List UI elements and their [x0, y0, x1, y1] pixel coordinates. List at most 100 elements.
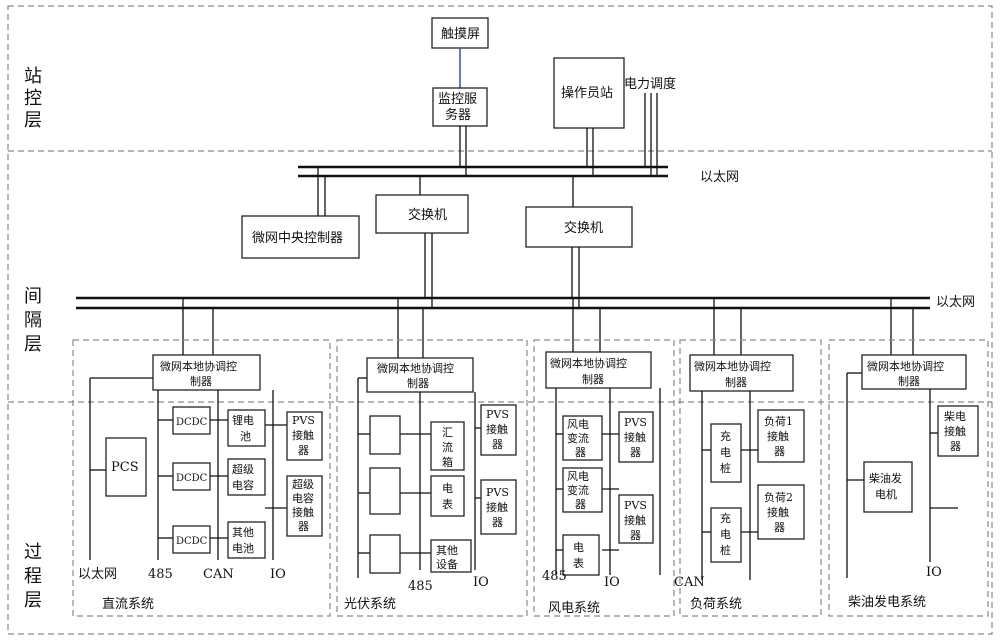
other-battery-box: 其他 电池	[227, 521, 266, 559]
svg-text:IO: IO	[604, 575, 620, 590]
svg-text:器: 器	[575, 446, 586, 459]
dc-system-title: 直流系统	[102, 597, 154, 612]
touchscreen-label: 触摸屏	[441, 27, 480, 42]
svg-text:器: 器	[492, 438, 503, 451]
bay-ethernet-label: 以太网	[936, 295, 975, 310]
svg-text:汇: 汇	[442, 426, 453, 439]
svg-text:其他: 其他	[436, 544, 458, 557]
load-system-frame	[679, 339, 822, 617]
svg-text:其他: 其他	[232, 526, 254, 539]
dc-system-frame	[72, 339, 331, 617]
svg-text:CAN: CAN	[674, 575, 705, 590]
pv-system-title: 光伏系统	[344, 597, 396, 612]
load1-contactor-box: 负荷1 接触 器	[757, 409, 805, 463]
load-wiring	[701, 391, 758, 580]
monitor-server-box	[432, 87, 488, 127]
svg-text:IO: IO	[270, 567, 286, 582]
svg-text:设备: 设备	[436, 557, 458, 571]
pv-other-equipment-box: 其他 设备	[430, 539, 472, 573]
pcs-box: PCS	[105, 437, 147, 497]
svg-text:流: 流	[442, 440, 453, 454]
svg-text:变流: 变流	[567, 483, 589, 497]
svg-text:电池: 电池	[232, 542, 254, 555]
dc-pvs-contactor-box: PVS 接触 器	[286, 411, 323, 461]
diesel-contactor-box: 柴电 接触 器	[937, 405, 979, 457]
svg-text:PVS: PVS	[624, 499, 647, 512]
combiner-box: 汇 流 箱	[430, 421, 465, 471]
station-layer-label: 站 控 层	[24, 66, 42, 131]
svg-text:器: 器	[630, 529, 641, 542]
svg-text:CAN: CAN	[203, 567, 234, 582]
pv-bus-labels: 485 IO	[408, 575, 489, 594]
wind-pvs-contactor-box-1: PVS 接触 器	[618, 411, 654, 463]
svg-text:电: 电	[720, 528, 731, 541]
diesel-system-title: 柴油发电系统	[848, 594, 926, 610]
svg-text:站: 站	[24, 66, 42, 87]
pv-local-controller: 微网本地协调控 制器	[366, 357, 474, 393]
svg-text:隔: 隔	[24, 310, 42, 331]
svg-text:制器: 制器	[898, 375, 920, 388]
lithium-battery-box: 锂电 池	[227, 409, 266, 447]
wind-bus-labels: 485 IO CAN	[542, 569, 705, 590]
svg-text:电容: 电容	[232, 478, 254, 492]
svg-text:负荷2: 负荷2	[764, 490, 793, 504]
charging-pile-box-2: 充 电 桩	[710, 507, 742, 563]
load-local-controller: 微网本地协调控 制器	[689, 354, 794, 392]
svg-text:电: 电	[720, 446, 731, 459]
pv-panel-box-1	[369, 415, 401, 455]
pv-panel-box-3	[369, 534, 401, 574]
power-dispatch-label: 电力调度	[624, 76, 676, 92]
dcdc-box-3: DCDC	[172, 525, 211, 554]
operator-station-box	[553, 57, 625, 129]
pv-meter-box: 电 表	[430, 475, 465, 517]
svg-text:接触: 接触	[486, 500, 508, 514]
svg-text:充: 充	[720, 511, 731, 525]
svg-text:过: 过	[24, 542, 42, 563]
svg-text:DCDC: DCDC	[176, 473, 208, 484]
svg-text:器: 器	[492, 516, 503, 529]
wind-local-controller: 微网本地协调控 制器	[545, 351, 652, 389]
svg-text:程: 程	[24, 566, 42, 587]
svg-text:PVS: PVS	[624, 416, 647, 429]
dc-bus-labels: 以太网 485 CAN IO	[78, 567, 286, 582]
wind-system-title: 风电系统	[548, 601, 600, 616]
dcdc-box-1: DCDC	[172, 406, 211, 435]
switch-label-1: 交换机	[408, 207, 447, 223]
charging-pile-box-1: 充 电 桩	[710, 423, 742, 483]
dcdc-box-2: DCDC	[172, 462, 211, 491]
svg-text:表: 表	[573, 556, 584, 570]
svg-text:微网本地协调控: 微网本地协调控	[377, 361, 454, 375]
svg-text:485: 485	[408, 579, 433, 594]
svg-text:制器: 制器	[407, 377, 429, 390]
svg-text:微网本地协调控: 微网本地协调控	[550, 356, 627, 370]
wind-converter-box-2: 风电 变流 器	[562, 467, 603, 513]
svg-text:器: 器	[298, 520, 309, 533]
diesel-system-frame	[828, 339, 989, 617]
svg-text:PVS: PVS	[292, 414, 315, 427]
svg-text:柴电: 柴电	[944, 409, 966, 423]
svg-text:接触: 接触	[292, 505, 314, 519]
svg-text:DCDC: DCDC	[176, 536, 208, 547]
dc-wiring	[89, 377, 287, 560]
touchscreen-box	[431, 17, 489, 49]
svg-text:风电: 风电	[567, 418, 589, 431]
pv-panel-box-2	[369, 467, 401, 515]
svg-text:器: 器	[630, 446, 641, 459]
svg-text:器: 器	[298, 444, 309, 457]
switch-box-1	[375, 194, 469, 234]
monitor-server-label-2: 务器	[445, 107, 471, 123]
svg-text:接触: 接触	[624, 430, 646, 444]
svg-text:控: 控	[24, 88, 42, 109]
switch-label-2: 交换机	[564, 220, 603, 236]
svg-text:负荷1: 负荷1	[764, 414, 793, 428]
svg-text:箱: 箱	[442, 455, 453, 469]
pv-system-frame	[336, 339, 528, 617]
central-controller-box	[241, 215, 360, 259]
pv-pvs-contactor-box-2: PVS 接触 器	[480, 479, 517, 535]
switch-box-2	[525, 206, 633, 248]
svg-text:PVS: PVS	[486, 486, 509, 499]
diesel-bus-label-io: IO	[926, 565, 942, 580]
svg-text:微网本地协调控: 微网本地协调控	[867, 359, 944, 373]
svg-text:485: 485	[542, 569, 567, 584]
